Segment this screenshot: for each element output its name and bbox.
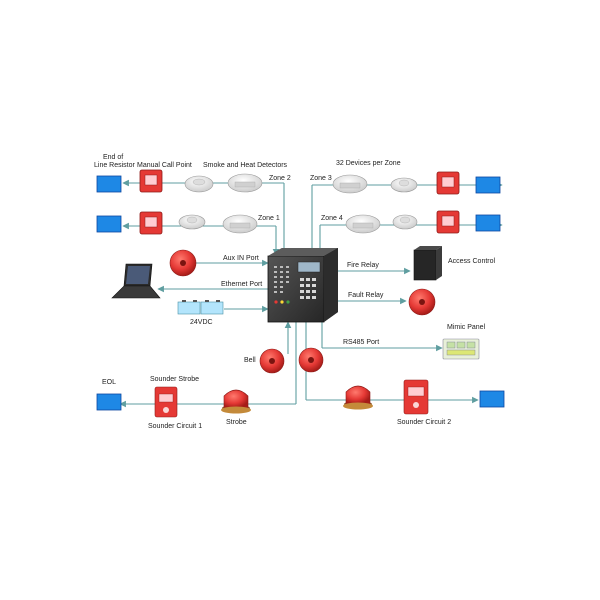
label-fault-relay: Fault Relay: [348, 292, 384, 299]
manual-call-point-left-2: [139, 211, 163, 235]
strobe-beacon-2: [343, 385, 373, 410]
sounder-strobe-2: [403, 379, 429, 415]
manual-call-point-right-1: [436, 171, 460, 195]
mimic-panel-icon: [442, 338, 480, 360]
bell-sounder-circuit-2: [298, 347, 324, 373]
heat-detector-2: [178, 214, 206, 230]
label-aux-in-port: Aux IN Port: [223, 255, 259, 262]
eol-box-left-1: [96, 175, 122, 193]
smoke-detector-4: [345, 214, 381, 234]
label-end-of-line-2: Line Resistor: [94, 162, 136, 169]
label-zone-2: Zone 2: [269, 175, 291, 182]
sounder-strobe-1: [154, 386, 178, 418]
label-devices-per-zone: 32 Devices per Zone: [336, 160, 401, 167]
fire-alarm-control-panel: [267, 248, 338, 323]
label-smoke-heat-detectors: Smoke and Heat Detectors: [203, 162, 288, 169]
heat-detector-1: [184, 175, 214, 193]
label-ethernet-port: Ethernet Port: [221, 281, 262, 288]
label-zone-3: Zone 3: [310, 175, 332, 182]
label-zone-1: Zone 1: [258, 215, 280, 222]
eol-box-right-2: [475, 214, 501, 232]
label-strobe: Strobe: [226, 419, 247, 426]
manual-call-point-left-1: [139, 169, 163, 193]
access-control-server-icon: [413, 246, 442, 281]
label-24vdc: 24VDC: [190, 319, 213, 326]
strobe-beacon-1: [221, 389, 251, 414]
manual-call-point-right-2: [436, 210, 460, 234]
eol-box-right-1: [475, 176, 501, 194]
bell: [259, 348, 285, 374]
label-sounder-circuit-1: Sounder Circuit 1: [148, 423, 202, 430]
eol-box-left-2: [96, 215, 122, 233]
eol-box-sounder2: [479, 390, 505, 408]
label-rs485-port: RS485 Port: [343, 339, 379, 346]
heat-detector-3: [390, 177, 418, 193]
eol-box-sounder1: [96, 393, 122, 411]
smoke-detector-3: [332, 174, 368, 194]
label-sounder-circuit-2: Sounder Circuit 2: [397, 419, 451, 426]
label-bell: Bell: [244, 357, 256, 364]
label-manual-call-point: Manual Call Point: [137, 162, 192, 169]
label-fire-relay: Fire Relay: [347, 262, 379, 269]
fault-relay-bell: [408, 288, 436, 316]
aux-in-bell: [169, 249, 197, 277]
smoke-detector-1: [227, 173, 263, 193]
laptop-icon: [111, 263, 161, 299]
label-eol: EOL: [102, 379, 116, 386]
label-end-of-line-1: End of: [103, 154, 123, 161]
label-zone-4: Zone 4: [321, 215, 343, 222]
label-mimic-panel: Mimic Panel: [447, 324, 486, 331]
heat-detector-4: [392, 214, 418, 230]
battery-24vdc-icon: [177, 300, 224, 315]
smoke-detector-2: [222, 214, 258, 234]
label-access-control: Access Control: [448, 258, 496, 265]
label-sounder-strobe: Sounder Strobe: [150, 376, 199, 383]
